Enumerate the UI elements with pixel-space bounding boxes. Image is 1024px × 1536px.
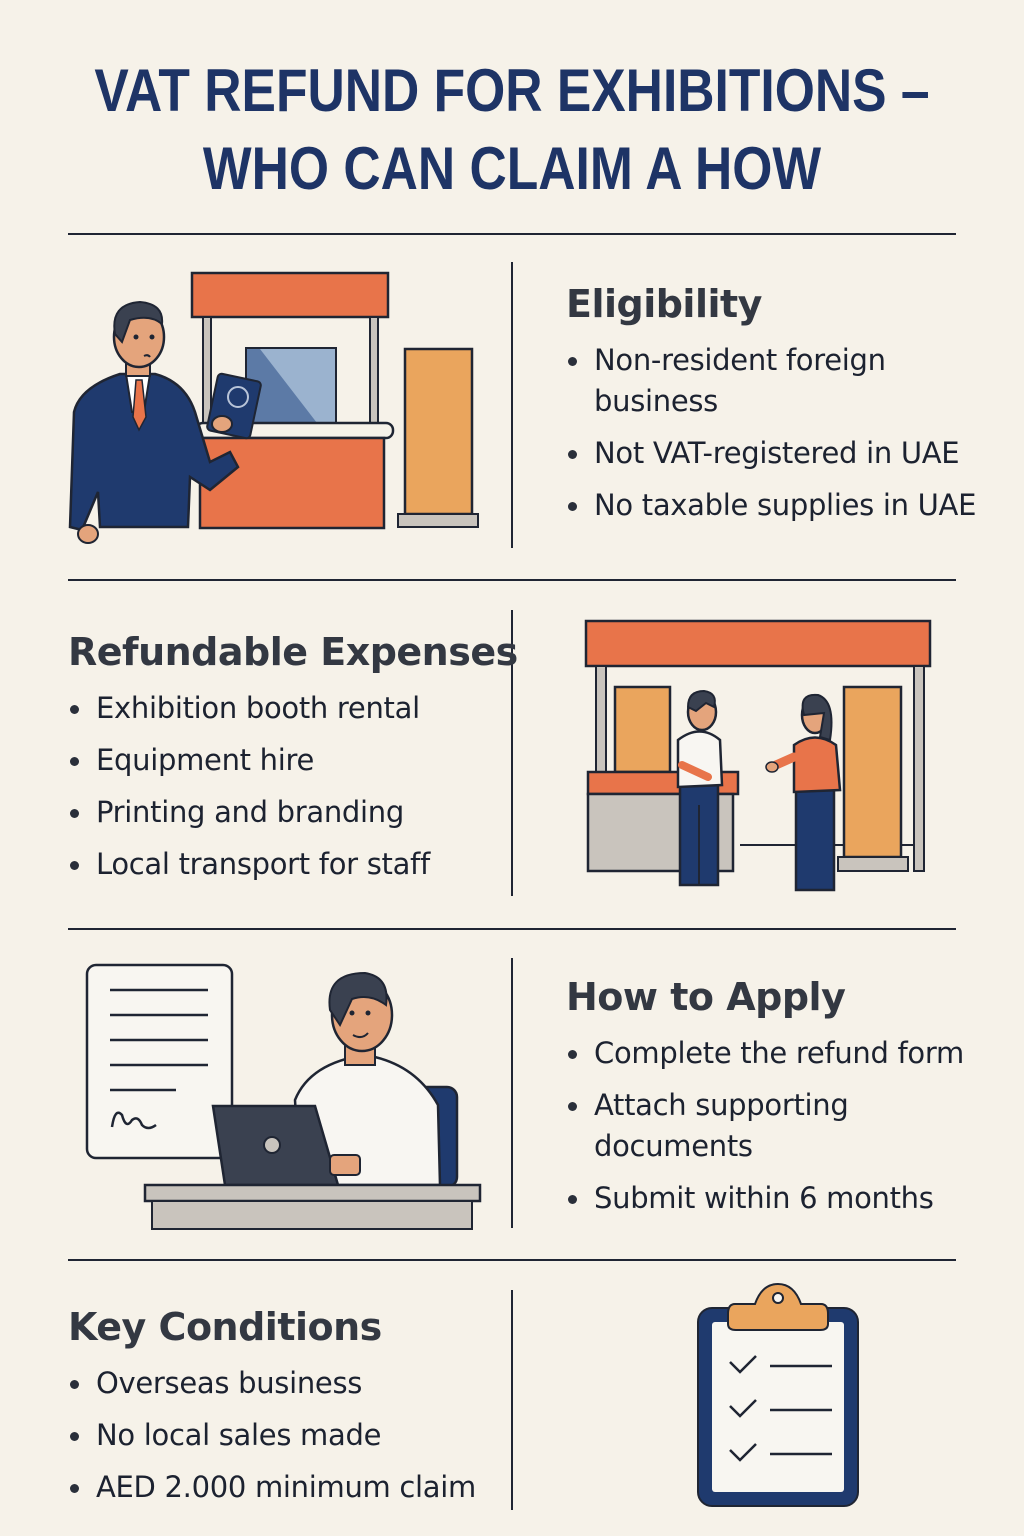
section-refundable-expenses: Refundable Expenses Exhibition booth ren… <box>68 630 518 896</box>
column-divider <box>511 610 513 896</box>
bullet-list: Exhibition booth rental Equipment hire P… <box>68 688 508 885</box>
divider <box>68 233 956 235</box>
column-divider <box>511 262 513 548</box>
list-item: AED 2.000 minimum claim <box>68 1467 508 1508</box>
list-item: Exhibition booth rental <box>68 688 508 729</box>
list-item: Local transport for staff <box>68 844 508 885</box>
exhibition-booth-illustration <box>580 615 940 895</box>
list-item: Complete the refund form <box>566 1033 1006 1074</box>
bullet-list: Complete the refund form Attach supporti… <box>566 1033 1006 1219</box>
column-divider <box>511 958 513 1228</box>
page-title: VAT REFUND FOR EXHIBITIONS – WHO CAN CLA… <box>72 52 953 208</box>
divider <box>68 579 956 581</box>
title-line-2: WHO CAN CLAIM A HOW <box>202 135 822 202</box>
list-item: Printing and branding <box>68 792 508 833</box>
list-item: Equipment hire <box>68 740 508 781</box>
divider <box>68 928 956 930</box>
divider <box>68 1259 956 1261</box>
clipboard-checklist-icon <box>690 1282 870 1512</box>
section-eligibility: Eligibility Non-resident foreign busines… <box>566 282 1006 537</box>
section-how-to-apply: How to Apply Complete the refund form At… <box>566 975 1006 1230</box>
column-divider <box>511 1290 513 1510</box>
laptop-application-illustration <box>70 955 500 1240</box>
list-item: Not VAT-registered in UAE <box>566 433 1006 474</box>
list-item: Overseas business <box>68 1363 508 1404</box>
title-line-1: VAT REFUND FOR EXHIBITIONS – <box>94 57 930 124</box>
section-heading: Key Conditions <box>68 1305 382 1349</box>
section-heading: How to Apply <box>566 975 846 1019</box>
list-item: No taxable supplies in UAE <box>566 485 1006 526</box>
list-item: No local sales made <box>68 1415 508 1456</box>
list-item: Non-resident foreign business <box>566 340 1006 422</box>
list-item: Attach supporting documents <box>566 1085 894 1167</box>
section-key-conditions: Key Conditions Overseas business No loca… <box>68 1305 508 1519</box>
bullet-list: Overseas business No local sales made AE… <box>68 1363 508 1508</box>
businessman-booth-illustration <box>60 262 500 552</box>
section-heading: Refundable Expenses <box>68 630 518 674</box>
bullet-list: Non-resident foreign business Not VAT-re… <box>566 340 1006 526</box>
list-item: Submit within 6 months <box>566 1178 1006 1219</box>
section-heading: Eligibility <box>566 282 762 326</box>
